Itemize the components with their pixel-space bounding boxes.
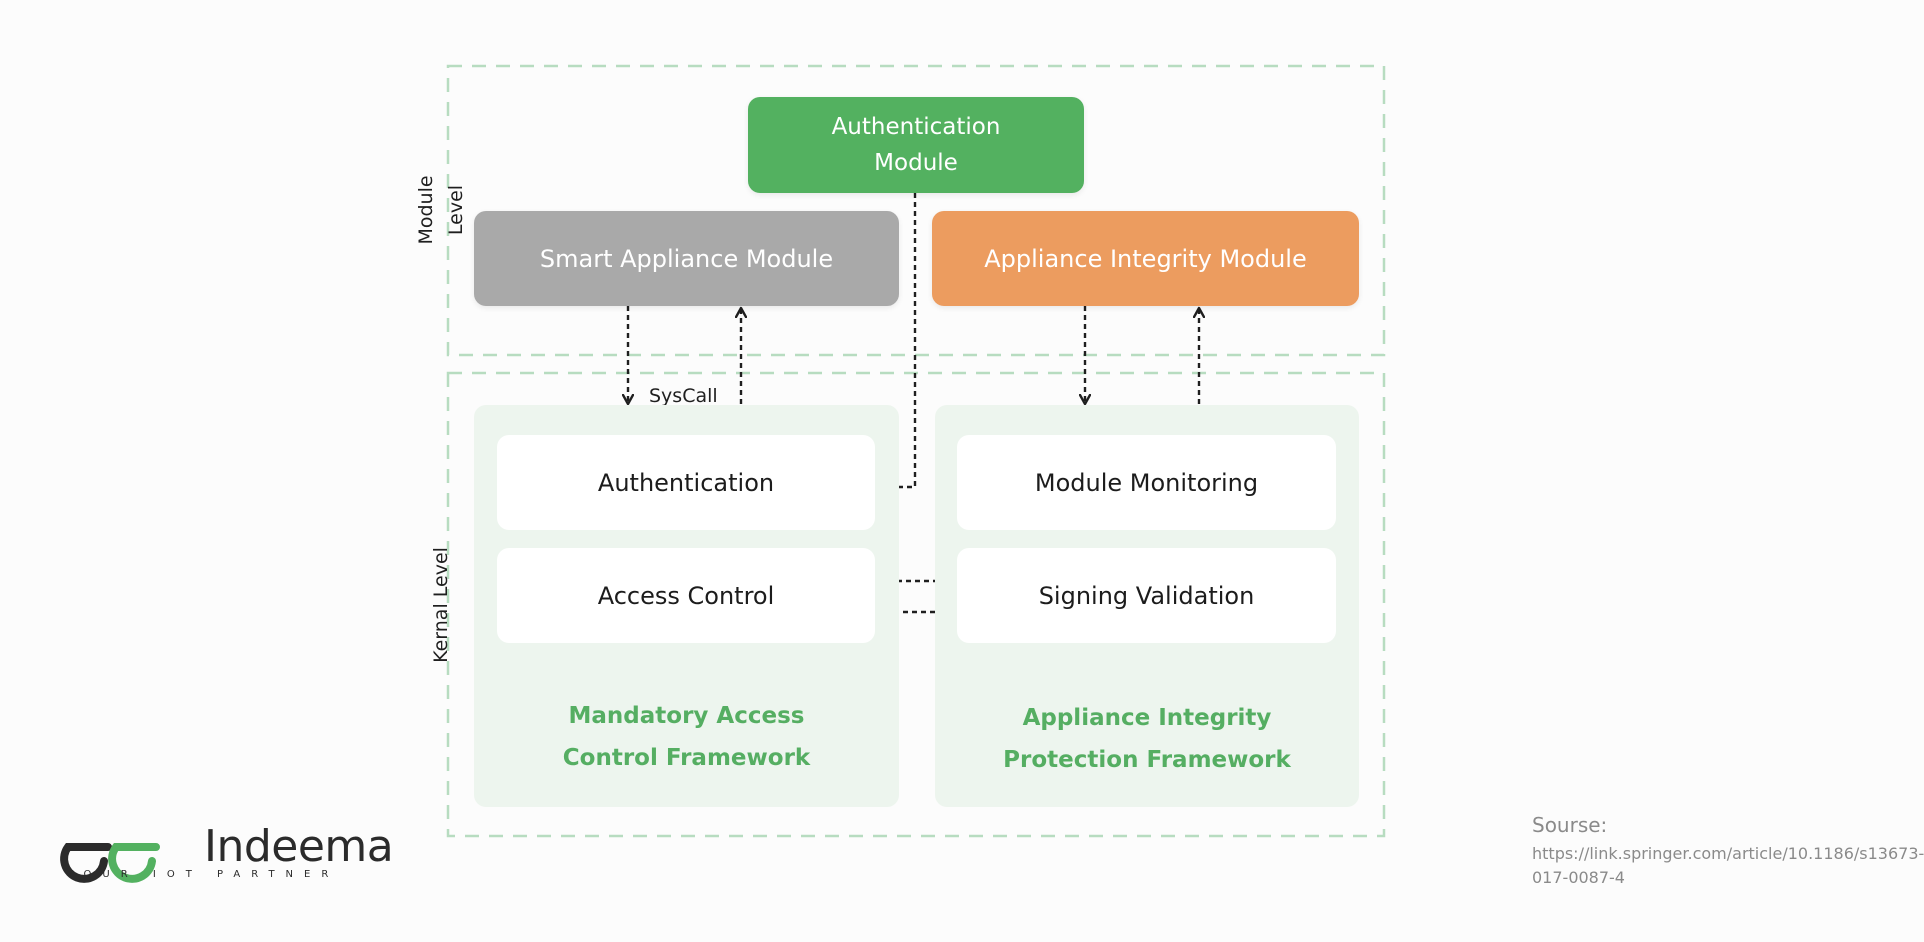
mandatory-access-framework-title-text: Mandatory Access Control Framework: [562, 703, 811, 771]
module-level-label: Module Level: [415, 175, 467, 245]
signing-validation-component-label: Signing Validation: [1038, 581, 1255, 610]
source-url: https://link.springer.com/article/10.118…: [1532, 844, 1924, 887]
authentication-module-label: Authentication Module: [831, 114, 1001, 176]
smart-appliance-module: Smart Appliance Module: [474, 211, 899, 306]
authentication-component: Authentication: [497, 435, 875, 530]
appliance-integrity-module-label: Appliance Integrity Module: [984, 244, 1307, 273]
authentication-module: Authentication Module: [748, 97, 1084, 193]
indeema-wordmark: Indeema: [204, 821, 394, 872]
indeema-logo: Indeema YOUR IOT PARTNER: [60, 817, 394, 883]
access-control-component-label: Access Control: [597, 581, 775, 610]
module-monitoring-component-label: Module Monitoring: [1034, 468, 1259, 497]
source-label: Sourse:: [1532, 813, 1608, 837]
mandatory-access-framework-title: Mandatory Access Control Framework: [474, 695, 899, 779]
indeema-logo-mark-icon: [60, 843, 160, 883]
signing-validation-component: Signing Validation: [957, 548, 1336, 643]
kernel-level-label: Kernal Level: [430, 547, 452, 663]
smart-appliance-module-label: Smart Appliance Module: [539, 244, 834, 273]
syscall-label: SysCall: [649, 385, 718, 407]
appliance-integrity-module: Appliance Integrity Module: [932, 211, 1359, 306]
module-monitoring-component: Module Monitoring: [957, 435, 1336, 530]
access-control-component: Access Control: [497, 548, 875, 643]
authentication-component-label: Authentication: [597, 468, 775, 497]
indeema-tagline: YOUR IOT PARTNER: [67, 869, 340, 880]
integrity-protection-framework-title-text: Appliance Integrity Protection Framework: [1003, 705, 1291, 773]
integrity-protection-framework-title: Appliance Integrity Protection Framework: [935, 697, 1359, 781]
